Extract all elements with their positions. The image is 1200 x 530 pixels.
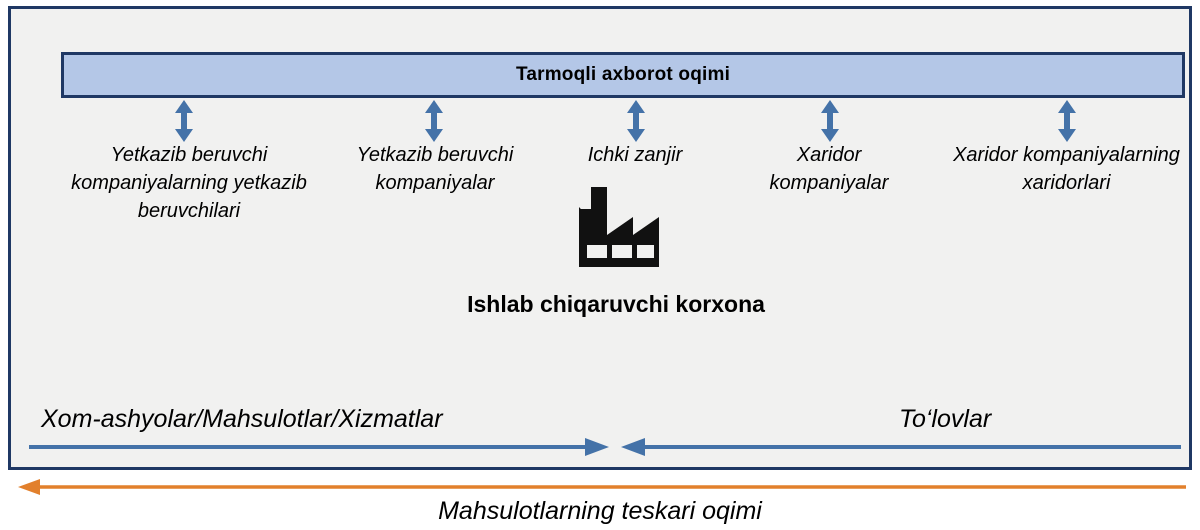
payments-flow-label: To‘lovlar	[899, 405, 992, 433]
reverse-flow-label: Mahsulotlarning teskari oqimi	[438, 497, 762, 525]
column-label-supplier-companies: Yetkazib beruvchi kompaniyalar	[356, 144, 514, 194]
column-label-buyer-companies: Xaridor kompaniyalar	[769, 144, 889, 194]
header-box: Tarmoqli axborot oqimi	[61, 52, 1185, 98]
column-label-internal-chain: Ichki zanjir	[587, 144, 683, 166]
double-vertical-arrow-2	[425, 100, 443, 142]
column-label-buyers-of-buyers: Xaridor kompaniyalarning xaridorlari	[953, 144, 1180, 194]
double-vertical-arrow-4	[821, 100, 839, 142]
factory-label: Ishlab chiqaruvchi korxona	[467, 291, 765, 317]
payments-flow-arrow-left	[621, 438, 1181, 456]
column-label-suppliers-of-suppliers: Yetkazib beruvchi kompaniyalarning yetka…	[71, 144, 307, 222]
double-vertical-arrow-1	[175, 100, 193, 142]
factory-icon	[579, 187, 659, 267]
diagram-frame: Tarmoqli axborot oqimi Yetkazib beruvchi…	[8, 6, 1192, 470]
double-vertical-arrow-3	[627, 100, 645, 142]
double-vertical-arrow-5	[1058, 100, 1076, 142]
goods-flow-label: Xom-ashyolar/Mahsulotlar/Xizmatlar	[41, 405, 443, 433]
goods-flow-arrow-right	[29, 438, 609, 456]
header-title: Tarmoqli axborot oqimi	[515, 64, 731, 85]
reverse-flow-arrow-left	[18, 479, 1186, 495]
